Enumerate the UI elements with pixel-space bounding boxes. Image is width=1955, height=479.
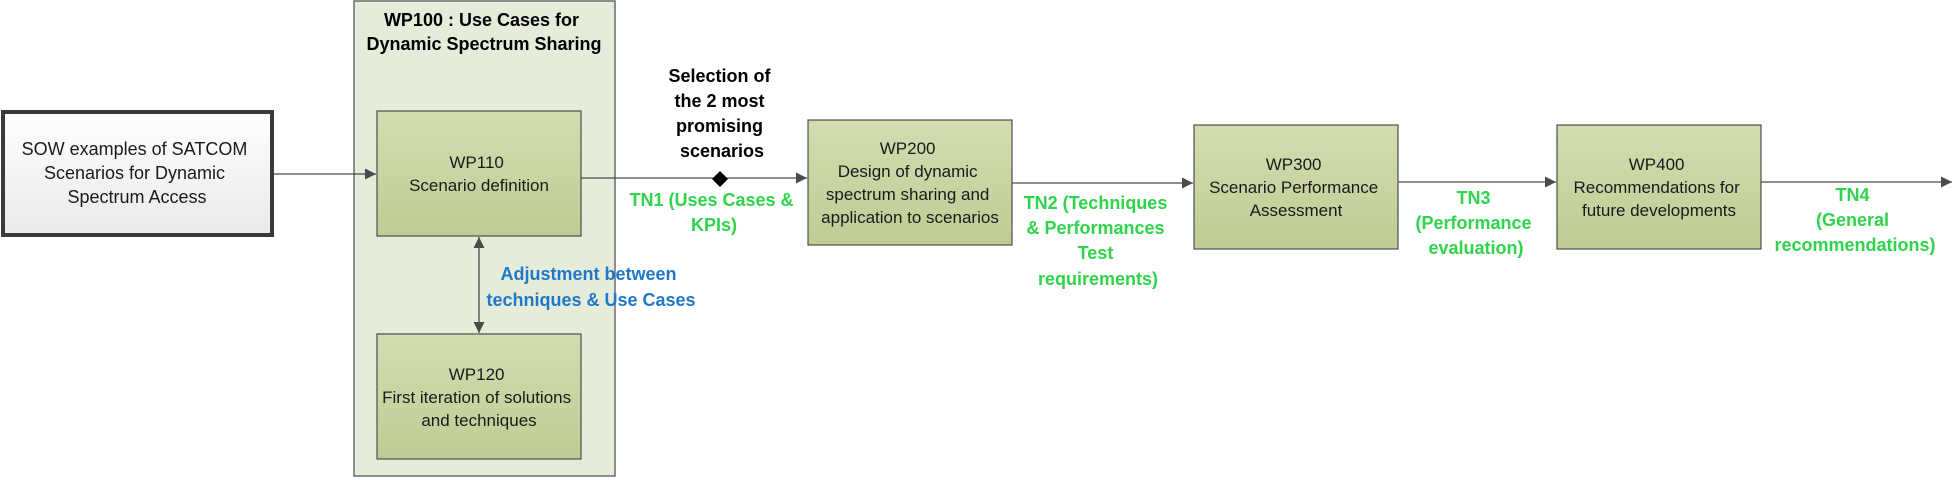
wp400-box	[1556, 124, 1762, 250]
selection-diamond-icon	[712, 171, 728, 187]
tn3-label: TN3 (Performance evaluation)	[1415, 188, 1536, 258]
wp120-label: WP120 First iteration of solutions and t…	[382, 365, 576, 430]
sow-box-label: SOW examples of SATCOM Scenarios for Dyn…	[22, 139, 253, 207]
adjustment-label: Adjustment between techniques & Use Case…	[486, 264, 695, 310]
wp200-box	[807, 119, 1013, 246]
sow-box	[1, 110, 274, 237]
wp300-box	[1193, 124, 1399, 250]
tn4-label: TN4 (General recommendations)	[1774, 185, 1935, 255]
wp400-label: WP400 Recommendations for future develop…	[1573, 155, 1744, 220]
selection-label: Selection of the 2 most promising scenar…	[668, 66, 775, 161]
tn1-label: TN1 (Uses Cases & KPIs)	[629, 190, 798, 235]
wp110-label: WP110 Scenario definition	[409, 153, 549, 195]
wp200-label: WP200 Design of dynamic spectrum sharing…	[821, 139, 999, 227]
tn2-label: TN2 (Techniques & Performances Test requ…	[1024, 193, 1173, 289]
wp100-title: WP100 : Use Cases for Dynamic Spectrum S…	[366, 10, 601, 54]
wp120-box	[376, 333, 582, 460]
wp110-box	[376, 110, 582, 237]
wp300-label: WP300 Scenario Performance Assessment	[1209, 155, 1383, 220]
